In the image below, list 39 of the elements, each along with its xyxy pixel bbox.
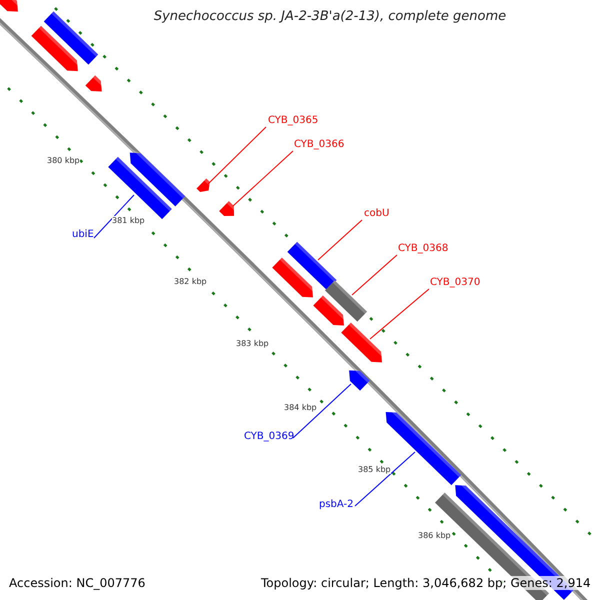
gene-label: CYB_0370 — [430, 277, 480, 288]
leader-line — [318, 220, 362, 260]
gene-feature — [85, 75, 105, 92]
gene-feature — [31, 26, 81, 72]
footer-text: Topology: circular; Length: 3,046,682 bp; Genes: 2,914 — [261, 576, 591, 590]
gene-feature — [324, 280, 368, 322]
gene-feature — [130, 150, 186, 206]
leader-line — [370, 288, 430, 340]
gene-feature — [44, 11, 98, 65]
gene-label: psbA-2 — [319, 499, 354, 510]
scale-label: 381 kbp — [112, 216, 145, 225]
gene-feature — [287, 242, 337, 290]
leader-line — [232, 150, 294, 206]
gene-feature — [272, 258, 316, 298]
gene-feature — [313, 295, 347, 326]
scale-label: 385 kbp — [358, 465, 391, 474]
scale-label: 386 kbp — [418, 531, 451, 540]
leader-line — [352, 254, 398, 296]
scale-label: 383 kbp — [236, 339, 269, 348]
leader-line — [94, 194, 134, 238]
gene-feature — [0, 0, 21, 12]
gene-feature — [196, 178, 212, 192]
gene-label: CYB_0368 — [398, 243, 448, 254]
footer-text: Accession: NC_007776 — [9, 576, 146, 590]
gene-label: cobU — [364, 208, 390, 219]
leader-line — [354, 452, 416, 506]
scale-label: 384 kbp — [284, 403, 317, 412]
gene-label: CYB_0366 — [294, 139, 344, 150]
scale-label: 382 kbp — [174, 277, 207, 286]
gene-feature — [219, 201, 237, 216]
leader-line — [208, 126, 266, 184]
gene-feature — [349, 367, 370, 391]
gene-label: CYB_0369 — [244, 431, 294, 442]
gene-feature — [341, 322, 385, 362]
map-title: Synechococcus sp. JA-2-3B'a(2-13), complete genome — [154, 9, 506, 24]
scale-label: 380 kbp — [47, 156, 80, 165]
leader-line — [292, 384, 352, 438]
gene-label: CYB_0365 — [268, 115, 318, 126]
gene-label: ubiE — [72, 229, 94, 240]
